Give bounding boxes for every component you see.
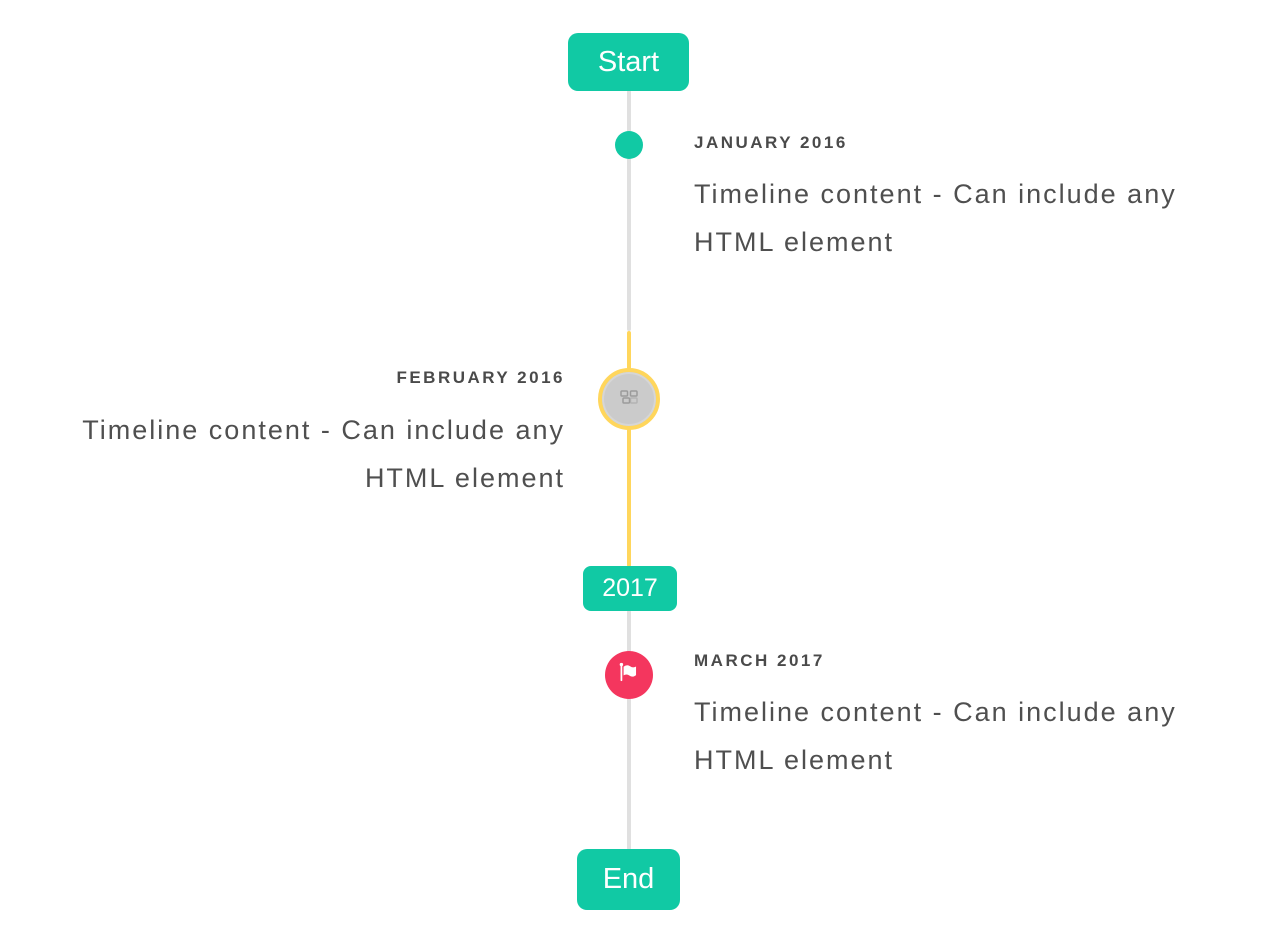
flag-marker-march	[605, 651, 653, 699]
broken-image-icon	[620, 389, 638, 410]
start-badge[interactable]: Start	[568, 33, 689, 91]
timeline-line-segment-bottom	[627, 610, 631, 850]
entry-content-january: Timeline content - Can include any HTML …	[694, 179, 1177, 257]
flag-icon	[616, 660, 642, 691]
entry-content-february: Timeline content - Can include any HTML …	[82, 415, 565, 493]
timeline-line-segment-highlighted	[627, 331, 631, 567]
entry-period-february: FEBRUARY 2016	[396, 368, 565, 387]
end-badge[interactable]: End	[577, 849, 680, 910]
image-marker-february	[598, 368, 660, 430]
entry-period-march: MARCH 2017	[694, 651, 825, 670]
entry-period-january: JANUARY 2016	[694, 133, 848, 152]
dot-marker-january	[615, 131, 643, 159]
year-badge[interactable]: 2017	[583, 566, 677, 611]
start-badge-label: Start	[597, 45, 660, 78]
entry-content-march: Timeline content - Can include any HTML …	[694, 697, 1177, 775]
year-badge-label: 2017	[602, 574, 658, 602]
end-badge-label: End	[602, 863, 655, 895]
timeline-line-segment-top	[627, 90, 631, 331]
